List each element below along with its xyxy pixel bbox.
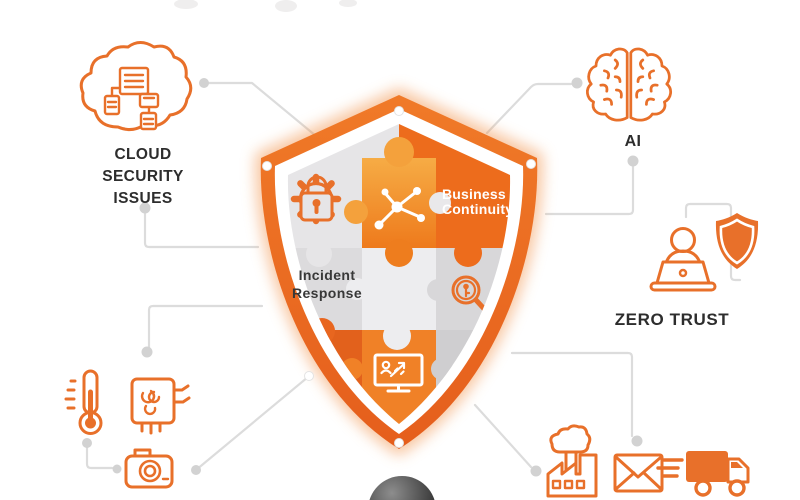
microchip-icon <box>130 377 191 435</box>
brain-icon <box>586 47 672 122</box>
thermometer-icon <box>64 369 103 435</box>
connector-factory <box>473 403 533 469</box>
connector-left-diagonal <box>194 375 310 472</box>
network-nodes-icon <box>374 187 425 230</box>
zero-trust-label: ZERO TRUST <box>614 310 730 329</box>
delivery-truck-icon <box>656 451 750 497</box>
monitor-analytics-icon <box>373 353 424 393</box>
cloud-security-label: CLOUD SECURITY ISSUES <box>102 146 184 207</box>
envelope-icon <box>613 453 664 493</box>
top-edge-smudges <box>174 0 357 12</box>
camera-icon <box>124 448 174 489</box>
connector-left-upper <box>143 206 260 249</box>
connector-left-mid <box>147 304 264 350</box>
incident-response-label: Incident Response <box>291 267 363 301</box>
connector-ai <box>544 164 635 216</box>
head-silhouette <box>369 476 435 500</box>
business-continuity-label: Business Continuity <box>442 186 514 217</box>
shield-check-icon <box>715 213 759 269</box>
connector-dots <box>82 77 643 477</box>
shield-rivets <box>262 106 536 448</box>
connector-zerotrust-bracket <box>684 202 742 282</box>
gear-padlock-icon <box>290 173 342 225</box>
person-laptop-icon <box>649 227 717 292</box>
connector-cloud <box>202 81 318 138</box>
main-shield <box>255 87 543 457</box>
connector-camera <box>85 441 114 470</box>
factory-icon <box>546 424 598 498</box>
connector-lines <box>85 81 742 472</box>
connector-envelope <box>510 351 634 438</box>
ai-label: AI <box>624 133 642 150</box>
cloud-data-icon <box>79 41 193 132</box>
connector-brain <box>485 82 573 135</box>
